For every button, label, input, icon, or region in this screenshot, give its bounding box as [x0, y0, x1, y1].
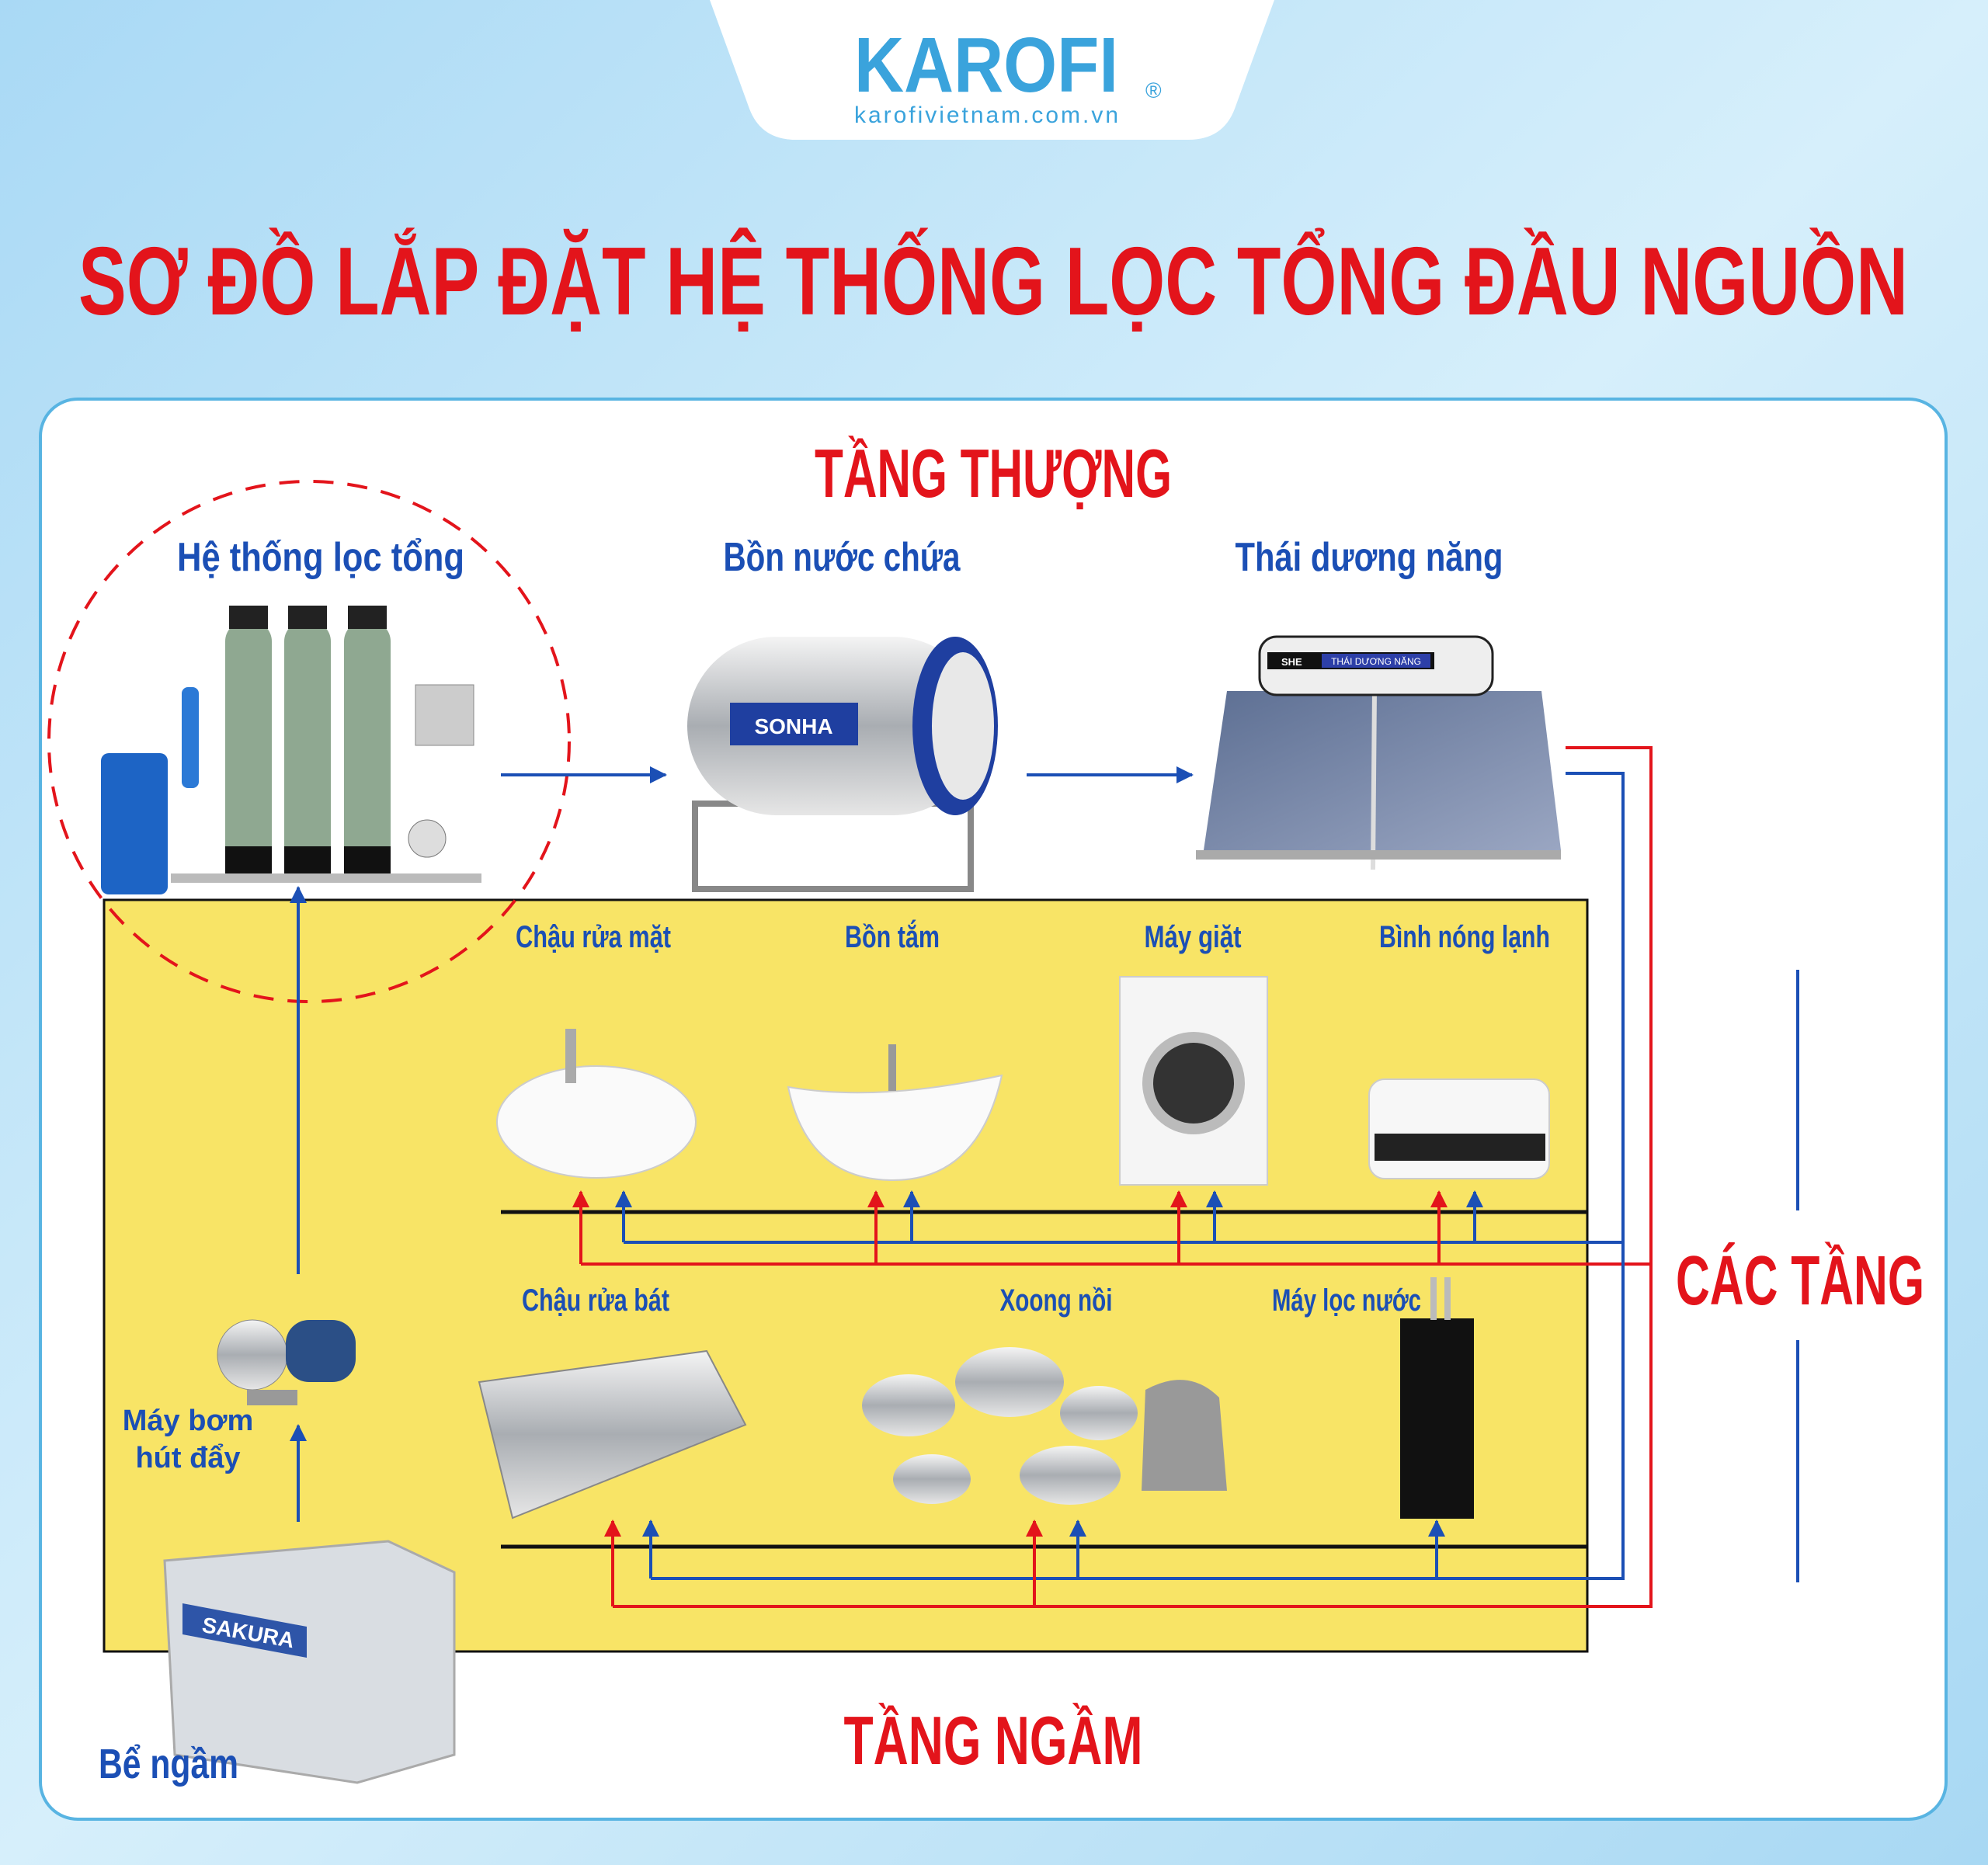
water-purifier-image	[1400, 1277, 1474, 1519]
label-water-heater: Bình nóng lạnh	[1379, 920, 1550, 954]
label-filter-system: Hệ thống lọc tổng	[177, 535, 464, 580]
logo-website: karofivietnam.com.vn	[854, 102, 1118, 128]
filter-system-highlight	[47, 480, 571, 1003]
label-water-purifier: Máy lọc nước	[1272, 1283, 1421, 1318]
solar-brand: SHE	[1281, 656, 1302, 668]
label-solar-heater: Thái dương năng	[1236, 535, 1503, 580]
label-cookware: Xoong nồi	[1000, 1283, 1113, 1318]
cold-water-pipes	[624, 772, 1625, 1580]
row2-arrows	[604, 1519, 1445, 1606]
row1-arrows	[572, 1190, 1483, 1264]
pump-image	[217, 1319, 356, 1405]
logo-brand: KAROFI	[854, 22, 1118, 109]
washing-machine-image	[1119, 976, 1268, 1186]
solar-heater-image: SHE THÁI DƯƠNG NĂNG	[1196, 635, 1561, 870]
face-sink-image	[496, 1029, 697, 1179]
storage-tank-image: SONHA	[687, 637, 998, 892]
section-basement: TẦNG NGẦM	[844, 1702, 1143, 1779]
label-storage-tank: Bồn nước chứa	[724, 535, 961, 580]
section-floors: CÁC TẦNG	[1676, 1241, 1924, 1320]
label-washing-machine: Máy giặt	[1145, 920, 1242, 954]
tank-brand: SONHA	[754, 714, 832, 738]
label-face-sink: Chậu rửa mặt	[516, 920, 671, 954]
bathtub-image	[787, 1044, 1003, 1182]
basement-tank-image: SAKURA	[163, 1540, 456, 1784]
hot-water-pipes	[581, 746, 1653, 1608]
logo-registered: ®	[1145, 78, 1162, 102]
pump-label-line1: Máy bơm	[123, 1405, 254, 1437]
label-bathtub: Bồn tắm	[845, 919, 940, 954]
page-title: SƠ ĐỒ LẮP ĐẶT HỆ THỐNG LỌC TỔNG ĐẦU NGUỒ…	[78, 227, 1908, 335]
floors-area	[103, 898, 1589, 1653]
label-basement-tank: Bể ngầm	[99, 1741, 238, 1787]
dish-sink-image	[478, 1349, 747, 1519]
water-heater-image	[1368, 1078, 1550, 1179]
logo: KAROFI ® karofivietnam.com.vn	[710, 0, 1274, 140]
filter-system-image	[101, 606, 481, 894]
section-top-floor: TẦNG THƯỢNG	[815, 435, 1172, 512]
pump-label-line2: hút đẩy	[135, 1442, 240, 1474]
label-dish-sink: Chậu rửa bát	[522, 1283, 669, 1318]
cookware-image	[862, 1347, 1227, 1505]
solar-panel-text: THÁI DƯƠNG NĂNG	[1331, 655, 1421, 667]
